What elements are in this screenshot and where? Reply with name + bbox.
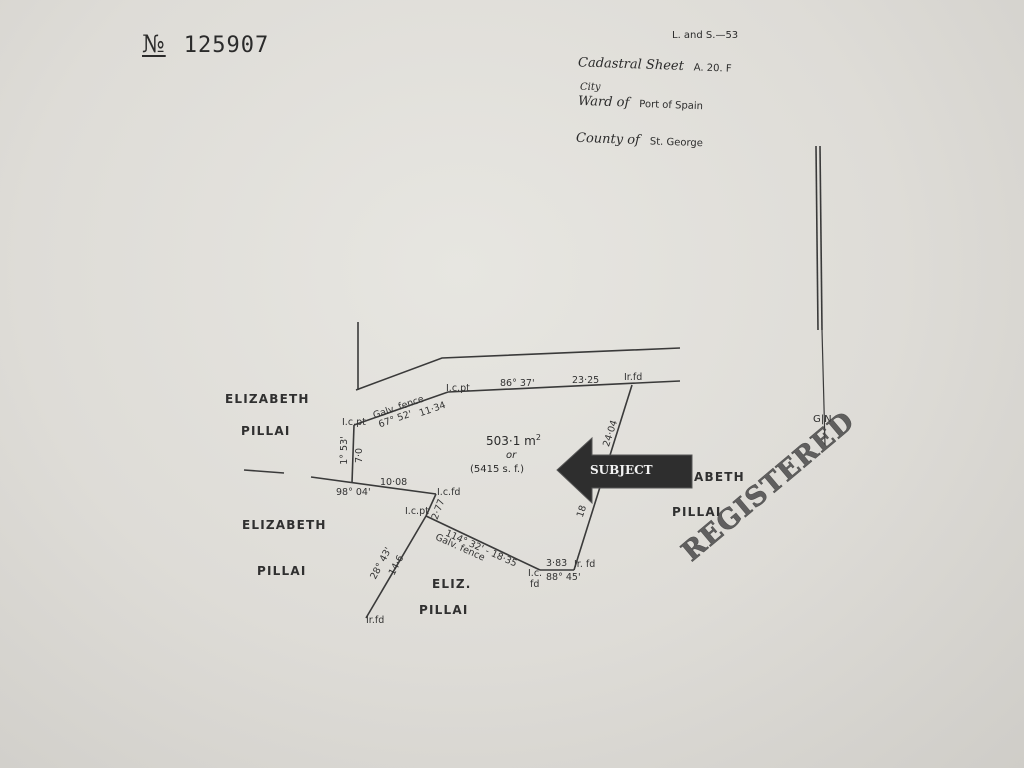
boundary-line bbox=[310, 476, 437, 495]
owner-label: ELIZ. bbox=[432, 577, 472, 591]
boundary-line bbox=[425, 493, 437, 517]
measurement-label: I.c. bbox=[528, 568, 543, 579]
boundary-line bbox=[425, 515, 541, 571]
boundary-line bbox=[353, 380, 681, 426]
subject-label: SUBJECT bbox=[590, 463, 653, 477]
boundary-line bbox=[355, 347, 681, 391]
margin-line bbox=[819, 145, 823, 331]
boundary-line bbox=[351, 424, 355, 484]
boundary-line bbox=[365, 515, 427, 619]
margin-line bbox=[815, 145, 819, 331]
area-sqm: 503·1 m2 bbox=[486, 433, 541, 448]
owner-label: PILLAI bbox=[419, 603, 469, 617]
measurement-label: 88° 45' bbox=[546, 572, 581, 583]
measurement-label: 7·0 bbox=[354, 447, 366, 464]
north-marker: G|N bbox=[813, 414, 832, 425]
measurement-label: 98° 04' bbox=[336, 487, 371, 498]
form-reference: L. and S.—53 bbox=[672, 30, 739, 41]
subject-arrow bbox=[556, 436, 693, 505]
area-sqm-exponent: 2 bbox=[535, 433, 541, 442]
north-line bbox=[821, 329, 826, 446]
owner-label: ELIZABETH bbox=[225, 392, 310, 406]
area-sqm-value: 503·1 m bbox=[486, 434, 536, 448]
number-value: 125907 bbox=[183, 33, 270, 58]
owner-label: PILLAI bbox=[257, 564, 307, 578]
measurement-label: Ir. fd bbox=[574, 559, 596, 570]
number-symbol: № bbox=[142, 30, 166, 58]
owner-label: PILLAI bbox=[672, 505, 722, 519]
document-number: № 125907 bbox=[142, 30, 269, 58]
measurement-label: 3·83 bbox=[546, 558, 568, 569]
measurement-label: 23·25 bbox=[572, 375, 600, 386]
measurement-label: 10·08 bbox=[380, 477, 408, 488]
owner-label: PILLAI bbox=[241, 424, 291, 438]
measurement-label: 86° 37' bbox=[500, 378, 535, 389]
measurement-label: Ir.fd bbox=[624, 372, 643, 383]
measurement-label: I.c.fd bbox=[437, 487, 461, 498]
owner-label: ELIZABETH bbox=[242, 518, 327, 532]
city-label: City bbox=[580, 82, 601, 93]
measurement-label: 1° 53' bbox=[338, 436, 350, 465]
area-or: or bbox=[506, 450, 517, 461]
measurement-label: I.c.pt bbox=[342, 417, 366, 428]
measurement-label: I.c.pt bbox=[446, 383, 470, 394]
measurement-label: Ir.fd bbox=[366, 615, 385, 626]
area-sqft: (5415 s. f.) bbox=[470, 464, 524, 475]
boundary-line bbox=[243, 469, 285, 474]
measurement-label: I.c.pt bbox=[405, 506, 429, 517]
owner-label: ABETH bbox=[694, 470, 745, 484]
measurement-label: fd bbox=[530, 579, 540, 590]
